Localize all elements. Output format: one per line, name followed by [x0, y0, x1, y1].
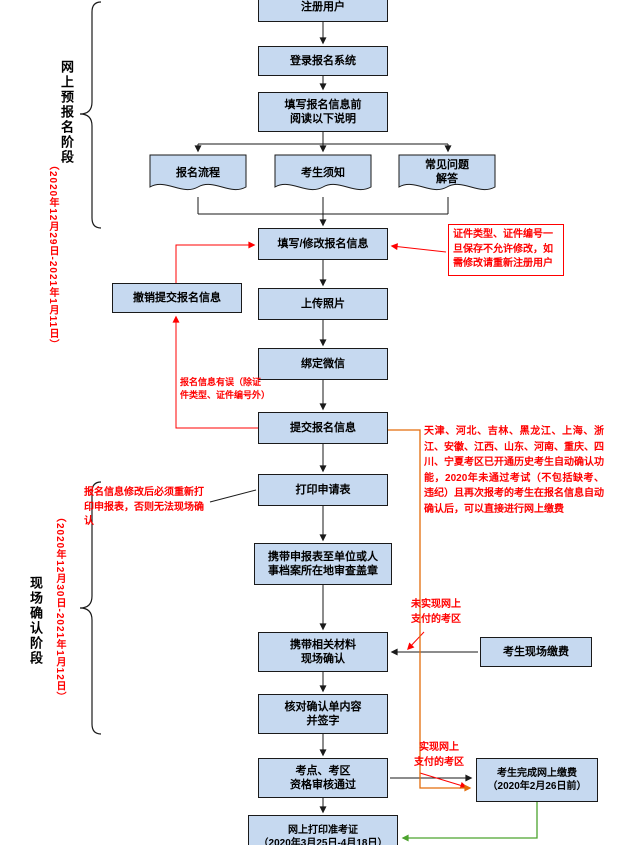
- node-cancel-submission: 撤销提交报名信息: [112, 283, 242, 313]
- brace-phase1: [79, 1, 102, 229]
- phase2-dates: （2020年12月30日-2021年1月12日）: [54, 512, 65, 703]
- node-submit-info: 提交报名信息: [258, 412, 388, 444]
- green-arrow: [401, 802, 538, 842]
- note-certificate-locked: 证件类型、证件编号一旦保存不允许修改，如需修改请重新注册用户: [448, 224, 564, 276]
- doc-candidate-notice: 考生须知: [301, 167, 345, 180]
- node-register-user: 注册用户: [258, 0, 388, 22]
- note-auto-confirm-areas: 天津、河北、吉林、黑龙江、上海、浙江、安徽、江西、山东、河南、重庆、四川、宁夏考…: [424, 426, 604, 515]
- document-shape-faq: [398, 154, 496, 191]
- node-print-admission-ticket: 网上打印准考证 （2020年3月25日-4月18日）: [248, 815, 398, 845]
- document-shape-notice: [274, 154, 372, 191]
- phase-braces: [79, 1, 102, 735]
- node-verify-and-sign: 核对确认单内容 并签字: [258, 694, 388, 734]
- document-shape-process: [149, 154, 247, 191]
- note-online-pay-area: 实现网上 支付的考区: [414, 742, 464, 768]
- doc-registration-process: 报名流程: [176, 167, 220, 180]
- node-print-application: 打印申请表: [258, 474, 388, 506]
- doc-faq: 常见问题 解答: [425, 159, 469, 185]
- note-no-online-pay-area: 未实现网上 支付的考区: [411, 599, 461, 625]
- node-qualification-pass: 考点、考区 资格审核通过: [258, 758, 388, 798]
- document-shapes: [149, 154, 496, 191]
- red-arrows: [172, 241, 468, 789]
- node-login-system: 登录报名系统: [258, 46, 388, 76]
- phase1-label: 网上预报名阶段: [59, 60, 74, 165]
- node-fill-modify-info: 填写/修改报名信息: [258, 228, 388, 260]
- phase2-label: 现场确认阶段: [28, 576, 43, 666]
- note-wrong-info: 报名信息有误（除证件类型、证件编号外）: [180, 377, 271, 401]
- node-bring-form-for-stamp: 携带申报表至单位或人 事档案所在地审查盖章: [254, 543, 392, 585]
- black-arrows: [194, 22, 478, 814]
- node-bind-wechat: 绑定微信: [258, 348, 388, 380]
- node-onsite-payment: 考生现场缴费: [480, 637, 592, 667]
- brace-phase2: [79, 481, 102, 735]
- node-pre-read-instructions: 填写报名信息前 阅读以下说明: [258, 92, 388, 132]
- orange-arrow: [388, 429, 472, 792]
- node-upload-photo: 上传照片: [258, 288, 388, 320]
- note-reprint-required: 报名信息修改后必须重新打印申报表，否则无法现场确认: [84, 487, 204, 527]
- node-online-payment: 考生完成网上缴费 （2020年2月26日前）: [476, 758, 598, 802]
- node-onsite-confirmation: 携带相关材料 现场确认: [258, 632, 388, 672]
- phase1-dates: （2020年12月29日-2021年1月11日）: [47, 160, 58, 351]
